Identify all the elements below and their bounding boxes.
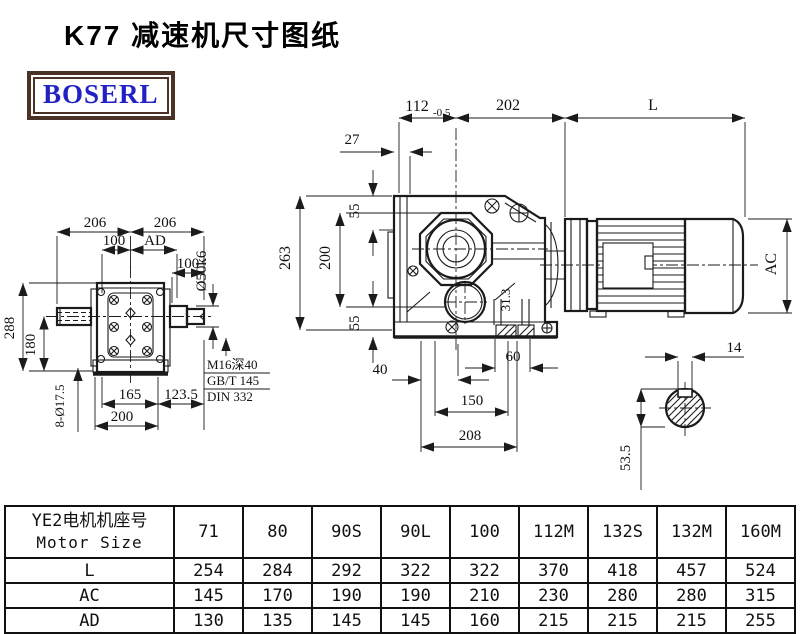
cell: 280 <box>656 582 727 609</box>
cell: 457 <box>656 557 727 584</box>
dim-31-3: 31.3 <box>498 289 513 312</box>
cell: 135 <box>242 607 313 634</box>
page-title: K77 减速机尺寸图纸 <box>64 20 342 51</box>
row-label: AC <box>4 582 175 609</box>
dim-40: 40 <box>373 362 388 378</box>
row-label: L <box>4 557 175 584</box>
dim-112: 112 <box>405 98 428 115</box>
size-col: 112M <box>518 505 589 559</box>
note-din: DIN 332 <box>207 389 253 404</box>
dim-53-5: 53.5 <box>618 445 634 471</box>
cell: 255 <box>725 607 796 634</box>
dim-150: 150 <box>461 393 484 409</box>
dim-206-left: 206 <box>84 215 107 231</box>
note-gbt: GB/T 145 <box>207 373 259 388</box>
dim-112-tolerance: -0.5 <box>433 107 451 119</box>
motor-size-table: YE2电机机座号 Motor Size 71 80 90S 90L 100 11… <box>4 505 796 634</box>
dim-shaft-dia: Ø50k6 <box>194 250 210 291</box>
table-row-AD: AD 130 135 145 145 160 215 215 215 255 <box>4 607 796 634</box>
cell: 190 <box>380 582 451 609</box>
front-bolts <box>96 287 165 364</box>
dim-200: 200 <box>111 409 134 425</box>
cell: 322 <box>380 557 451 584</box>
cell: 190 <box>311 582 382 609</box>
technical-drawing: 206 206 100 AD 100 Ø50k6 288 180 8-Ø17.5 <box>2 97 792 490</box>
size-col: 90L <box>380 505 451 559</box>
cell: 370 <box>518 557 589 584</box>
shaft-section-view: 14 53.5 <box>618 340 744 490</box>
dim-208: 208 <box>459 428 482 444</box>
dim-200-side: 200 <box>317 246 334 270</box>
cell: 170 <box>242 582 313 609</box>
header-motor-size: YE2电机机座号 Motor Size <box>4 505 175 559</box>
cell: 315 <box>725 582 796 609</box>
dim-AC: AC <box>763 253 780 275</box>
header-motor-size-en: Motor Size <box>36 533 143 552</box>
dim-60: 60 <box>506 349 521 365</box>
table-row-L: L 254 284 292 322 322 370 418 457 524 <box>4 557 796 584</box>
cell: 284 <box>242 557 313 584</box>
cell: 230 <box>518 582 589 609</box>
table-header-row: YE2电机机座号 Motor Size 71 80 90S 90L 100 11… <box>4 505 796 559</box>
cell: 145 <box>173 582 244 609</box>
cell: 210 <box>449 582 520 609</box>
motor <box>563 217 745 318</box>
cell: 280 <box>587 582 658 609</box>
dim-165: 165 <box>119 387 142 403</box>
boserl-logo-frame: BOSERL <box>33 77 169 114</box>
dim-100-top: 100 <box>103 233 126 249</box>
dim-55-top: 55 <box>347 204 363 219</box>
cell: 215 <box>518 607 589 634</box>
cell: 145 <box>380 607 451 634</box>
header-motor-size-cn: YE2电机机座号 <box>31 511 148 531</box>
table-row-AC: AC 145 170 190 190 210 230 280 280 315 <box>4 582 796 609</box>
cell: 145 <box>311 607 382 634</box>
size-col: 80 <box>242 505 313 559</box>
cell: 215 <box>587 607 658 634</box>
cell: 292 <box>311 557 382 584</box>
cell: 524 <box>725 557 796 584</box>
dim-180: 180 <box>23 334 39 357</box>
row-label: AD <box>4 607 175 634</box>
front-view: 206 206 100 AD 100 Ø50k6 288 180 8-Ø17.5 <box>2 215 270 432</box>
cell: 254 <box>173 557 244 584</box>
dim-27: 27 <box>345 132 361 148</box>
size-col: 132S <box>587 505 658 559</box>
dim-123-5: 123.5 <box>164 387 198 403</box>
dim-holes: 8-Ø17.5 <box>52 385 67 428</box>
note-m16: M16深40 <box>207 357 258 372</box>
cell: 160 <box>449 607 520 634</box>
dim-ad: AD <box>144 233 166 249</box>
dim-288: 288 <box>2 317 18 340</box>
dim-100-right: 100 <box>177 256 200 272</box>
dim-202: 202 <box>496 97 520 114</box>
dim-L: L <box>648 97 658 114</box>
cell: 418 <box>587 557 658 584</box>
size-col: 160M <box>725 505 796 559</box>
boserl-logo-text: BOSERL <box>43 79 159 109</box>
cell: 130 <box>173 607 244 634</box>
dim-55-bottom: 55 <box>347 316 363 331</box>
side-screws <box>407 198 553 334</box>
cell: 215 <box>656 607 727 634</box>
size-col: 100 <box>449 505 520 559</box>
size-col: 90S <box>311 505 382 559</box>
side-view: 31.3 <box>277 97 792 452</box>
keyway <box>677 388 693 398</box>
mount-slot: 31.3 <box>493 289 535 338</box>
size-col: 71 <box>173 505 244 559</box>
size-col: 132M <box>656 505 727 559</box>
cell: 322 <box>449 557 520 584</box>
tapped-hole-note: M16深40 GB/T 145 DIN 332 <box>204 338 270 404</box>
boserl-logo: BOSERL <box>27 71 175 120</box>
dim-206-right: 206 <box>154 215 177 231</box>
dim-14: 14 <box>727 340 743 356</box>
dim-263: 263 <box>277 246 294 270</box>
